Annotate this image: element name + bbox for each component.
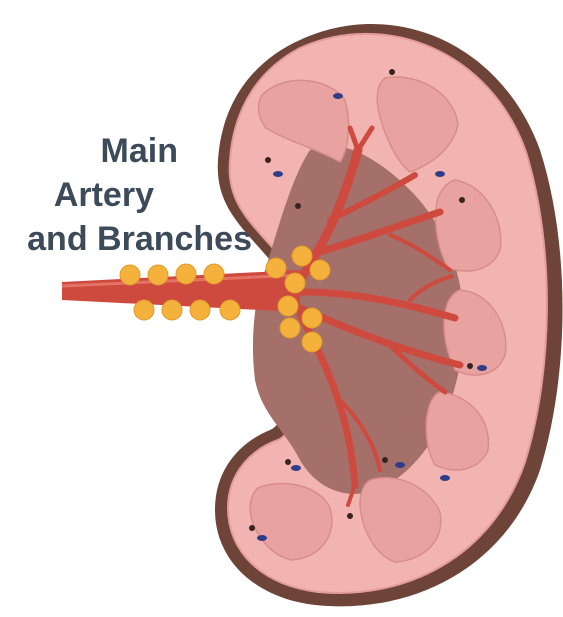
dot-blue [477, 365, 487, 371]
dot-dark [295, 203, 301, 209]
dot-dark [347, 513, 353, 519]
dot-dark [382, 457, 388, 463]
node [148, 265, 168, 285]
node [280, 318, 300, 338]
node [134, 300, 154, 320]
node [302, 308, 322, 328]
dot-blue [273, 171, 283, 177]
label-line-and-branches: and Branches [27, 220, 252, 258]
dot-blue [333, 93, 343, 99]
dot-blue [440, 475, 450, 481]
dot-dark [467, 363, 473, 369]
dot-dark [389, 69, 395, 75]
node [285, 273, 305, 293]
node [310, 260, 330, 280]
dot-blue [395, 462, 405, 468]
node [162, 300, 182, 320]
node [190, 300, 210, 320]
dot-blue [257, 535, 267, 541]
node [278, 296, 298, 316]
dot-dark [459, 197, 465, 203]
dot-dark [249, 525, 255, 531]
dot-dark [285, 459, 291, 465]
label-line-artery: Artery [54, 176, 154, 214]
node [292, 246, 312, 266]
node [266, 258, 286, 278]
node [176, 264, 196, 284]
label-line-main: Main [101, 132, 178, 170]
node [220, 300, 240, 320]
dot-blue [291, 465, 301, 471]
node [204, 264, 224, 284]
node [302, 332, 322, 352]
node [120, 265, 140, 285]
dot-blue [435, 171, 445, 177]
dot-dark [265, 157, 271, 163]
artery-label: Main Artery and Branches [0, 132, 252, 262]
